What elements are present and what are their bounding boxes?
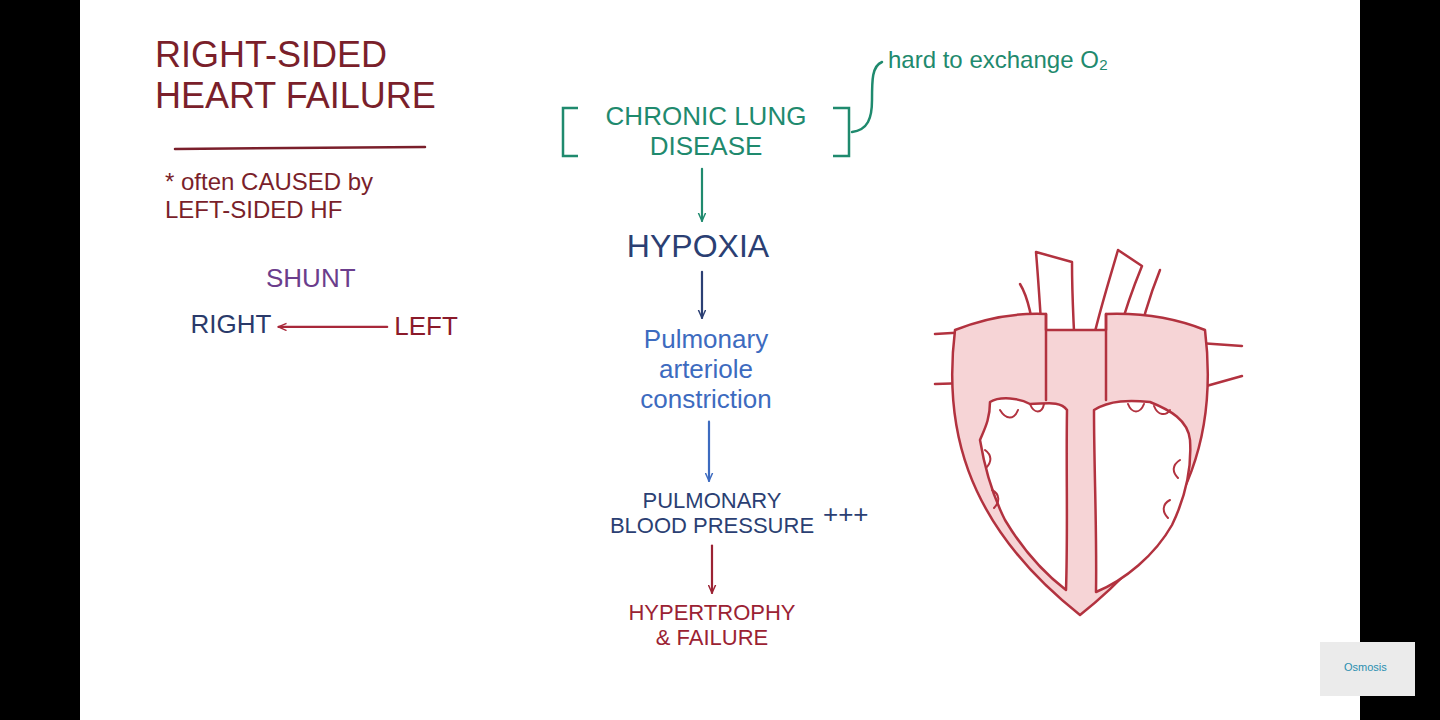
- title: RIGHT-SIDED HEART FAILURE: [155, 34, 455, 117]
- letterbox-bar: [1360, 0, 1440, 720]
- flow-step: PULMONARY BLOOD PRESSURE: [607, 488, 817, 539]
- step-text: HYPERTROPHY & FAILURE: [622, 600, 802, 651]
- step-text: PULMONARY BLOOD PRESSURE: [607, 488, 817, 539]
- flow-arrow: [701, 169, 703, 221]
- flow-step: HYPOXIA: [627, 228, 769, 265]
- bracket: [833, 108, 849, 156]
- callout-text: hard to exchange O₂: [888, 46, 1108, 74]
- cause-step: CHRONIC LUNG DISEASE: [581, 102, 831, 162]
- title-underline: [175, 147, 425, 149]
- bracket: [563, 108, 578, 156]
- watermark: Osmosis: [1344, 661, 1387, 674]
- step-text: Pulmonary arteriole constriction: [616, 325, 796, 415]
- note-text: * often CAUSED by LEFT-SIDED HF: [165, 168, 440, 223]
- letterbox-bar: [0, 0, 80, 720]
- heart-illustration: [935, 250, 1242, 615]
- flow-arrow: [701, 272, 703, 318]
- step-text: CHRONIC LUNG DISEASE: [581, 102, 831, 162]
- flow-arrow: [708, 422, 710, 481]
- step-text: LEFT: [394, 312, 458, 342]
- shunt-label: SHUNT: [266, 264, 356, 294]
- flow-step: Pulmonary arteriole constriction: [616, 325, 796, 415]
- flow-arrow: [278, 326, 387, 328]
- outcome-step: HYPERTROPHY & FAILURE: [622, 600, 802, 651]
- side-label: LEFT: [394, 312, 458, 342]
- step-text: HYPOXIA: [627, 228, 769, 265]
- increase-marks: +++: [823, 500, 869, 530]
- side-label: RIGHT: [191, 310, 272, 340]
- step-text: RIGHT: [191, 310, 272, 340]
- flow-arrow: [711, 546, 713, 593]
- watermark-box: [1320, 642, 1415, 696]
- callout-brace: [852, 62, 882, 132]
